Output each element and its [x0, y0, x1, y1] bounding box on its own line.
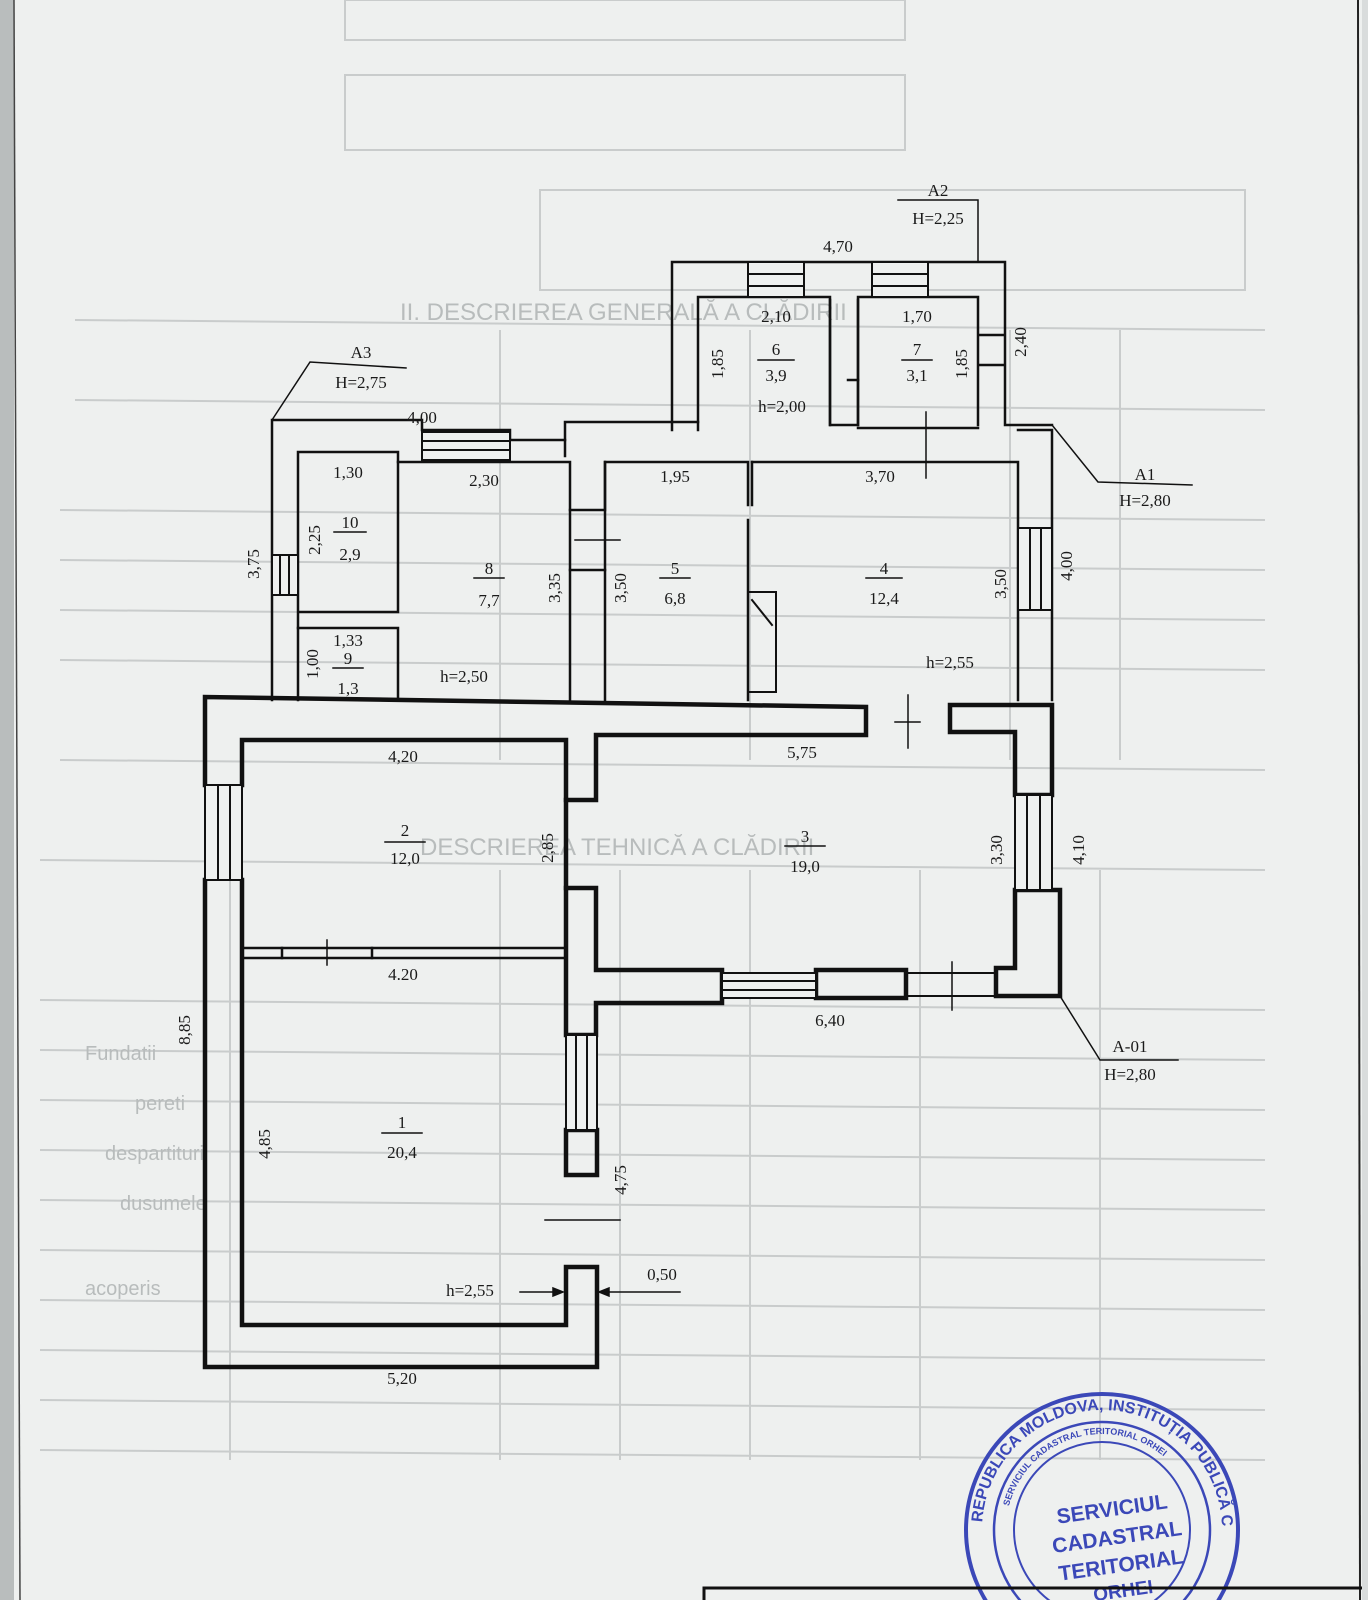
room-1-height: h=2,55 — [446, 1281, 494, 1300]
dim-room3-height: 3,30 — [987, 835, 1006, 865]
room-3-area: 19,0 — [790, 857, 820, 876]
annex-a1-height: H=2,80 — [1119, 491, 1171, 510]
dim-room9-width: 1,33 — [333, 631, 363, 650]
room-8-area: 7,7 — [478, 591, 500, 610]
bleed-row-4: dusumele — [120, 1193, 207, 1215]
dim-room2-height: 2,85 — [538, 833, 557, 863]
room-5-area: 6,8 — [664, 589, 685, 608]
dim-room6-width: 2,10 — [761, 307, 791, 326]
dimensions-vertical: 1,85 1,85 2,40 3,75 2,25 3,35 3,50 3,50 … — [175, 327, 1088, 1195]
room-4-number: 4 — [880, 559, 889, 578]
annex-a01-height: H=2,80 — [1104, 1065, 1156, 1084]
dim-room2-width-bottom: 4.20 — [388, 965, 418, 984]
room-7-number: 7 — [913, 340, 922, 359]
paper-edge-right — [1357, 0, 1361, 1600]
dimensions-horizontal: 4,70 2,10 1,70 4,00 1,30 2,30 1,95 3,70 … — [333, 237, 932, 1388]
bleed-title-2: DESCRIEREA TEHNICĂ A CLĂDIRII — [420, 834, 814, 861]
room-10-number: 10 — [342, 513, 359, 532]
dim-room7-height: 1,85 — [952, 349, 971, 379]
dim-a3-top: 4,00 — [407, 408, 437, 427]
dim-room8-width: 2,30 — [469, 471, 499, 490]
dim-room10-width: 1,30 — [333, 463, 363, 482]
room-2-area: 12,0 — [390, 849, 420, 868]
room-5-number: 5 — [671, 559, 680, 578]
main-house-windows — [204, 784, 1053, 1131]
bleed-row-2: pereti — [135, 1093, 185, 1115]
dim-wall-thickness: 0,50 — [647, 1265, 677, 1284]
floor-plan — [202, 199, 1193, 1370]
stamp-middle-ring — [992, 1420, 1212, 1600]
annex-a1-label: A1 — [1135, 465, 1156, 484]
stamp-outer-ring — [964, 1392, 1240, 1600]
partition-room2-room1 — [240, 939, 568, 966]
room-1-number: 1 — [398, 1113, 407, 1132]
bleed-title: II. DESCRIEREA GENERALĂ A CLĂDIRII — [400, 299, 847, 326]
bleed-row-1: Fundatii — [85, 1043, 156, 1065]
annex-labels: A2 H=2,25 A3 H=2,75 A1 H=2,80 A-01 H=2,8… — [335, 181, 1171, 1084]
dim-a3-side: 3,75 — [244, 549, 263, 579]
dim-room5-height: 3,50 — [611, 573, 630, 603]
paper-edge-left — [13, 0, 21, 1600]
dim-room3-bottom: 6,40 — [815, 1011, 845, 1030]
dim-room2-width: 4,20 — [388, 747, 418, 766]
annex-a2-height: H=2,25 — [912, 209, 964, 228]
dim-top-a2: 4,70 — [823, 237, 853, 256]
room5-stair — [747, 591, 777, 701]
room-fraction-lines — [332, 359, 933, 1134]
bleed-row-3: despartituri — [105, 1143, 204, 1165]
dim-room1-side: 4,75 — [611, 1165, 630, 1195]
dim-a01-side: 4,10 — [1069, 835, 1088, 865]
dim-bottom-total: 5,20 — [387, 1369, 417, 1388]
room-6-number: 6 — [772, 340, 781, 359]
section-markers — [544, 694, 953, 1221]
room-6-area: 3,9 — [765, 366, 786, 385]
annex-a01-label: A-01 — [1113, 1037, 1148, 1056]
annex-a3-windows — [271, 431, 1053, 611]
dim-room10-height: 2,25 — [305, 525, 324, 555]
stamp-inner-ring — [1013, 1441, 1191, 1600]
room-8-height: h=2,50 — [440, 667, 488, 686]
dim-room9-height: 1,00 — [303, 649, 322, 679]
room-1-area: 20,4 — [387, 1143, 417, 1162]
annex-a3-height: H=2,75 — [335, 373, 387, 392]
dim-room4-width: 3,70 — [865, 467, 895, 486]
room-7-area: 3,1 — [906, 366, 927, 385]
room-8-number: 8 — [485, 559, 494, 578]
room-labels: 6 3,9 7 3,1 10 2,9 8 7,7 5 6,8 4 12,4 9 … — [337, 340, 927, 1162]
annex-a2-label: A2 — [928, 181, 949, 200]
dim-room6-height: 1,85 — [708, 349, 727, 379]
room-2-number: 2 — [401, 821, 410, 840]
dim-room5-width: 1,95 — [660, 467, 690, 486]
wall-thickness-arrows — [519, 1286, 681, 1298]
room-heights: h=2,00 h=2,50 h=2,55 h=2,55 — [440, 397, 974, 1300]
annex-a2-window — [747, 261, 929, 298]
room-4-height: h=2,55 — [926, 653, 974, 672]
room-3-number: 3 — [801, 827, 810, 846]
paper-shadow-left — [0, 0, 14, 1600]
dim-room8-height: 3,35 — [545, 573, 564, 603]
room-4-area: 12,4 — [869, 589, 899, 608]
dim-a1-side: 4,00 — [1057, 551, 1076, 581]
room-9-number: 9 — [344, 649, 353, 668]
bottom-form-box-edge — [702, 1586, 1362, 1600]
dim-left-total: 8,85 — [175, 1015, 194, 1045]
bleed-row-5: acoperis — [85, 1278, 161, 1300]
annex-leaders — [270, 199, 1193, 1061]
dim-room3-width: 5,75 — [787, 743, 817, 762]
dim-room4-height: 3,50 — [991, 569, 1010, 599]
room-10-area: 2,9 — [339, 545, 360, 564]
dim-a2-side: 2,40 — [1011, 327, 1030, 357]
dim-room7-width: 1,70 — [902, 307, 932, 326]
dim-room1-height: 4,85 — [255, 1129, 274, 1159]
room-6-height: h=2,00 — [758, 397, 806, 416]
annex-a3-label: A3 — [351, 343, 372, 362]
room-9-area: 1,3 — [337, 679, 358, 698]
